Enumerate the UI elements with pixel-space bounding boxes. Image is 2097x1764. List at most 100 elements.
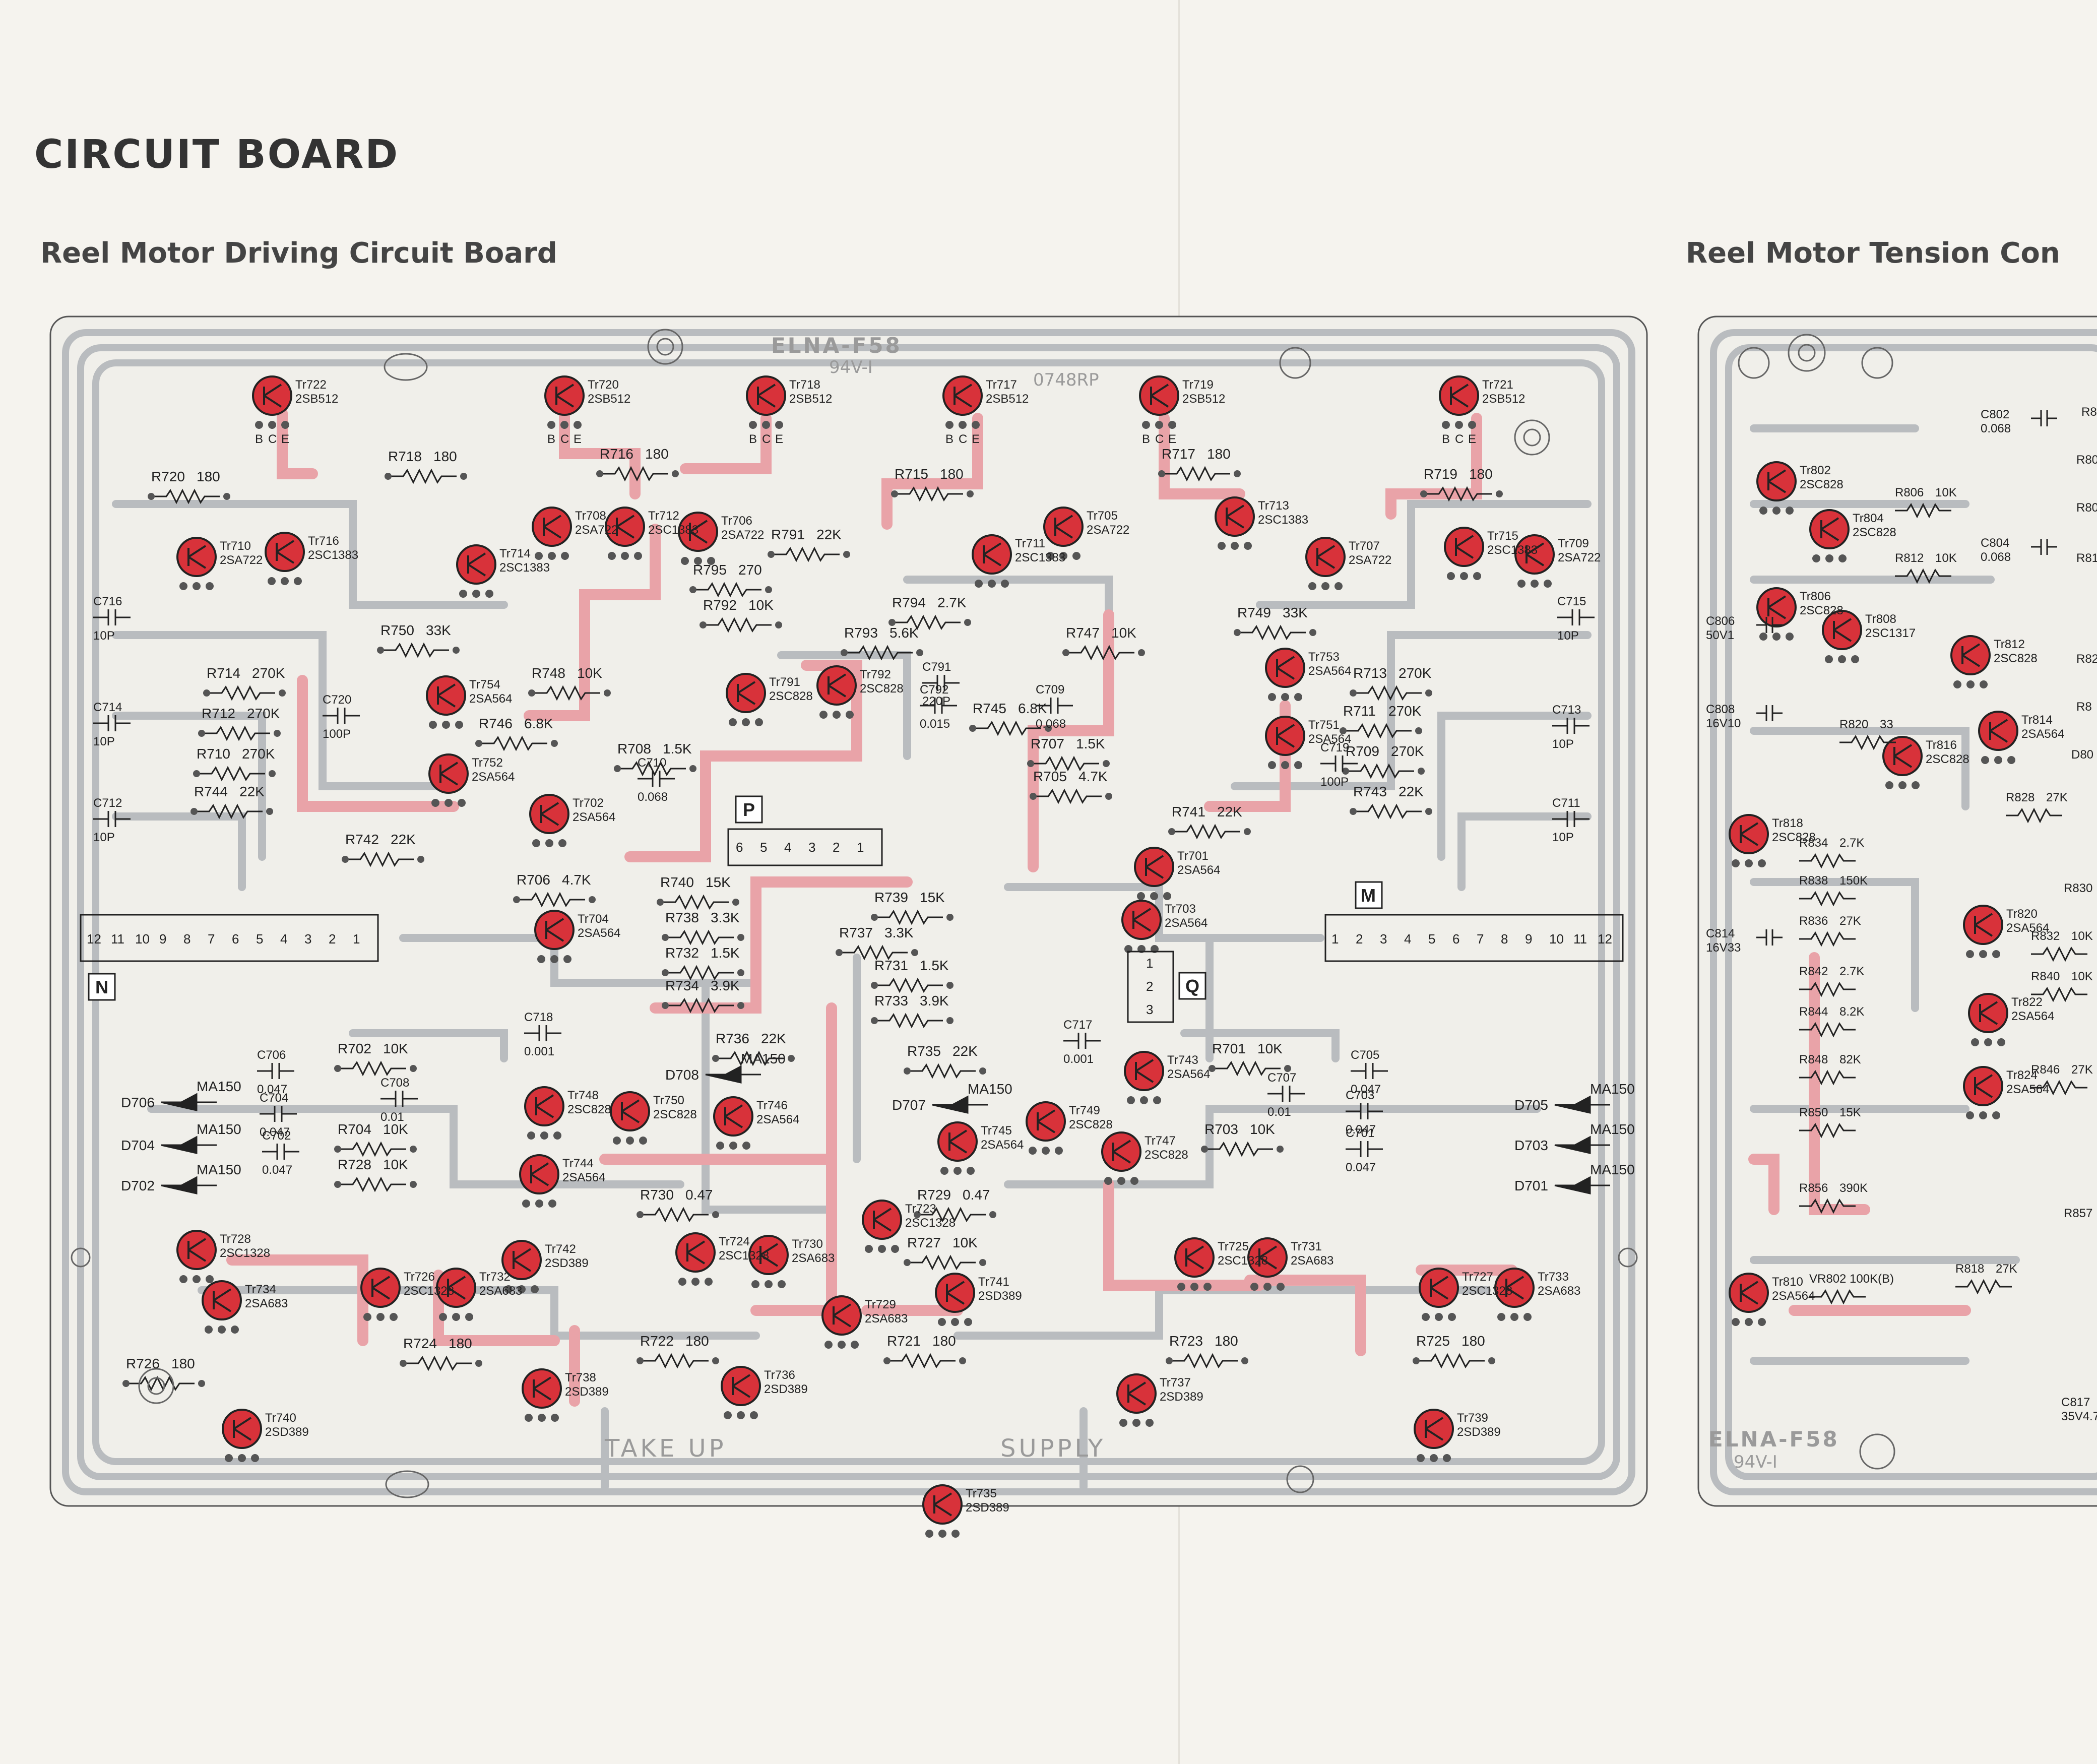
svg-text:100P: 100P [1320, 775, 1349, 789]
svg-text:E: E [775, 432, 783, 446]
transistor-tr737 [1116, 1373, 1157, 1427]
resistor-r703 [1201, 1141, 1284, 1157]
transistor-tr752 [428, 753, 469, 807]
svg-text:C711: C711 [1552, 796, 1580, 810]
resistor-r848 [1799, 1069, 1856, 1086]
svg-text:C715: C715 [1557, 595, 1586, 608]
svg-text:Tr706: Tr706 [721, 514, 752, 528]
transistor-tr720 [544, 375, 585, 429]
capacitor-c710 [638, 771, 675, 787]
transistor-tr702 [529, 794, 569, 847]
svg-text:MA150: MA150 [197, 1162, 241, 1177]
transistor-tr739 [1414, 1409, 1454, 1462]
svg-text:Tr714: Tr714 [499, 547, 531, 560]
svg-text:6: 6 [232, 931, 239, 947]
svg-text:R846: R846 [2031, 1063, 2060, 1077]
svg-text:2SC1328: 2SC1328 [719, 1249, 769, 1263]
svg-text:0.01: 0.01 [380, 1110, 404, 1124]
transistor-tr727 [1419, 1268, 1459, 1321]
svg-text:2SA564: 2SA564 [1772, 1289, 1815, 1303]
svg-text:4.7K: 4.7K [1078, 769, 1108, 784]
resistor-r846 [2031, 1080, 2087, 1096]
svg-text:10K: 10K [577, 665, 602, 681]
copper-traces [62, 329, 2097, 1495]
trace-highlight [1244, 1275, 1366, 1356]
transistor-tr748 [524, 1086, 564, 1140]
partial-label: R830 [2064, 881, 2092, 895]
svg-text:C703: C703 [1346, 1089, 1374, 1102]
svg-text:22K: 22K [239, 784, 265, 799]
svg-text:2SC1328: 2SC1328 [1462, 1284, 1512, 1298]
svg-text:Tr808: Tr808 [1865, 612, 1896, 626]
transistor-tr731 [1247, 1237, 1288, 1291]
trace [777, 651, 911, 760]
resistor-r702 [334, 1060, 417, 1077]
transistor-tr715 [1444, 527, 1484, 580]
svg-text:10P: 10P [1552, 737, 1574, 751]
resistor-r812 [1895, 568, 1951, 584]
svg-text:Tr802: Tr802 [1800, 464, 1831, 477]
svg-text:R840: R840 [2031, 970, 2060, 983]
svg-text:Tr814: Tr814 [2021, 713, 2053, 727]
transistor-tr717 [942, 375, 983, 429]
svg-text:MA150: MA150 [197, 1079, 241, 1094]
svg-text:15K: 15K [920, 890, 945, 905]
trace [702, 979, 836, 1214]
svg-text:R728: R728 [338, 1157, 371, 1172]
resistor-r793 [841, 645, 923, 661]
trace [1180, 1029, 1340, 1062]
svg-text:C713: C713 [1552, 703, 1581, 717]
svg-text:2.7K: 2.7K [1839, 965, 1864, 978]
svg-text:R806: R806 [1895, 486, 1924, 499]
resistor-r717 [1158, 466, 1241, 482]
transistor-tr711 [972, 534, 1012, 588]
resistor-r791 [768, 546, 850, 562]
resistor-r704 [334, 1141, 417, 1157]
svg-text:E: E [972, 432, 980, 446]
transistor-tr753 [1265, 648, 1305, 701]
svg-text:Tr719: Tr719 [1182, 378, 1214, 392]
resistor-r737 [836, 944, 918, 961]
svg-text:10: 10 [135, 931, 150, 947]
svg-text:P: P [743, 799, 755, 820]
transistor-tr792 [816, 665, 857, 719]
resistor-r748 [528, 685, 611, 701]
transistor-tr723 [862, 1200, 902, 1253]
svg-text:R708: R708 [617, 741, 651, 757]
resistor-r742 [342, 851, 424, 867]
resistor-r727 [904, 1254, 986, 1271]
resistor-r732 [662, 965, 744, 981]
svg-text:0.47: 0.47 [963, 1187, 990, 1203]
resistor-r726 [122, 1375, 205, 1392]
transistor-tr736 [721, 1366, 761, 1419]
resistor-r709 [1342, 763, 1425, 779]
svg-text:16V10: 16V10 [1706, 717, 1741, 730]
svg-text:2SA683: 2SA683 [792, 1251, 835, 1265]
transistor-tr808 [1822, 610, 1862, 663]
svg-text:R715: R715 [895, 466, 928, 482]
resistor-r740 [657, 894, 739, 910]
svg-text:2.7K: 2.7K [1839, 836, 1864, 850]
svg-text:15K: 15K [706, 874, 731, 890]
svg-text:6: 6 [1452, 931, 1459, 947]
svg-text:2SA564: 2SA564 [562, 1171, 605, 1184]
svg-text:50V1: 50V1 [1706, 628, 1734, 642]
svg-text:C: C [1455, 432, 1464, 446]
svg-text:3.9K: 3.9K [920, 993, 949, 1009]
trace [1231, 631, 1592, 790]
svg-text:2SC828: 2SC828 [1853, 526, 1896, 539]
svg-text:Tr718: Tr718 [789, 378, 820, 392]
svg-text:Tr725: Tr725 [1218, 1240, 1249, 1253]
svg-text:N: N [95, 977, 108, 997]
svg-text:10K: 10K [383, 1041, 408, 1056]
svg-text:D707: D707 [892, 1097, 926, 1113]
resistor-r747 [1062, 645, 1145, 661]
svg-text:10K: 10K [1257, 1041, 1283, 1056]
resistor-r840 [2031, 986, 2087, 1002]
trace [112, 500, 508, 609]
svg-text:10: 10 [1549, 931, 1564, 947]
svg-text:R705: R705 [1033, 769, 1067, 784]
svg-text:180: 180 [449, 1336, 472, 1351]
resistor-r718 [385, 468, 467, 484]
